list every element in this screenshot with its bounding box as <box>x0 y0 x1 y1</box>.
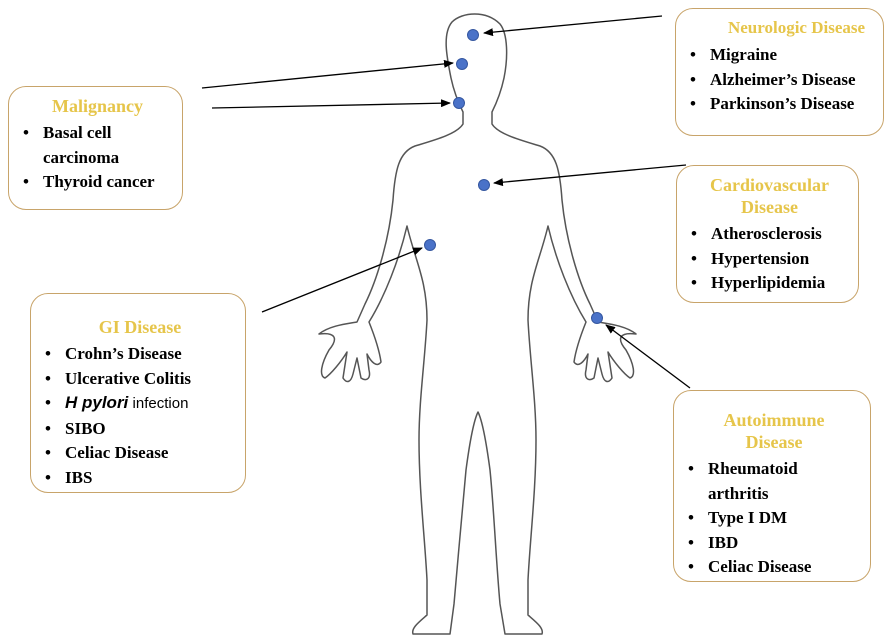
malignancy-list: Basal cell carcinoma Thyroid cancer <box>23 121 172 195</box>
autoimmune-title: Autoimmune Disease <box>688 409 860 453</box>
malignancy-box: Malignancy Basal cell carcinoma Thyroid … <box>8 86 183 210</box>
neurologic-list: Migraine Alzheimer’s Disease Parkinson’s… <box>690 43 873 117</box>
list-item: Alzheimer’s Disease <box>690 68 873 93</box>
arrow-neurologic <box>484 16 662 33</box>
marker-neck <box>454 98 465 109</box>
autoimmune-box: Autoimmune Disease Rheumatoid arthritis … <box>673 390 871 582</box>
arrow-gi <box>262 248 422 312</box>
hpylori-italic: H pylori <box>65 393 128 412</box>
malignancy-title: Malignancy <box>23 95 172 117</box>
list-item: Basal cell carcinoma <box>23 121 172 170</box>
list-item: Crohn’s Disease <box>45 342 235 367</box>
list-item: IBD <box>688 531 860 556</box>
marker-face <box>457 59 468 70</box>
list-item: Celiac Disease <box>688 555 860 580</box>
list-item: Parkinson’s Disease <box>690 92 873 117</box>
hpylori-rest: infection <box>133 395 189 412</box>
list-item: IBS <box>45 466 235 491</box>
marker-chest <box>479 180 490 191</box>
arrow-malignancy-1 <box>202 63 453 88</box>
neurologic-box: Neurologic Disease Migraine Alzheimer’s … <box>675 8 884 136</box>
list-item: Rheumatoid arthritis <box>688 457 860 506</box>
cardiovascular-list: Atherosclerosis Hypertension Hyperlipide… <box>691 222 848 296</box>
list-item: Celiac Disease <box>45 441 235 466</box>
list-item: Migraine <box>690 43 873 68</box>
marker-abdomen <box>425 240 436 251</box>
arrow-cardiovascular <box>494 165 686 183</box>
human-body-outline <box>319 14 636 634</box>
gi-list: Crohn’s Disease Ulcerative Colitis H pyl… <box>45 342 235 490</box>
list-item-hpylori: H pylori infection <box>45 391 235 417</box>
list-item: Hypertension <box>691 247 848 272</box>
list-item: Hyperlipidemia <box>691 271 848 296</box>
gi-box: GI Disease Crohn’s Disease Ulcerative Co… <box>30 293 246 493</box>
list-item: Atherosclerosis <box>691 222 848 247</box>
neurologic-title: Neurologic Disease <box>690 17 873 39</box>
gi-title: GI Disease <box>45 316 235 338</box>
list-item: Thyroid cancer <box>23 170 172 195</box>
list-item: SIBO <box>45 417 235 442</box>
marker-wrist <box>592 313 603 324</box>
marker-head <box>468 30 479 41</box>
list-item: Type I DM <box>688 506 860 531</box>
list-item: Ulcerative Colitis <box>45 367 235 392</box>
autoimmune-list: Rheumatoid arthritis Type I DM IBD Celia… <box>688 457 860 580</box>
cardiovascular-title: Cardiovascular Disease <box>691 174 848 218</box>
arrow-autoimmune <box>606 325 690 388</box>
cardiovascular-box: Cardiovascular Disease Atherosclerosis H… <box>676 165 859 303</box>
arrow-malignancy-2 <box>212 103 450 108</box>
